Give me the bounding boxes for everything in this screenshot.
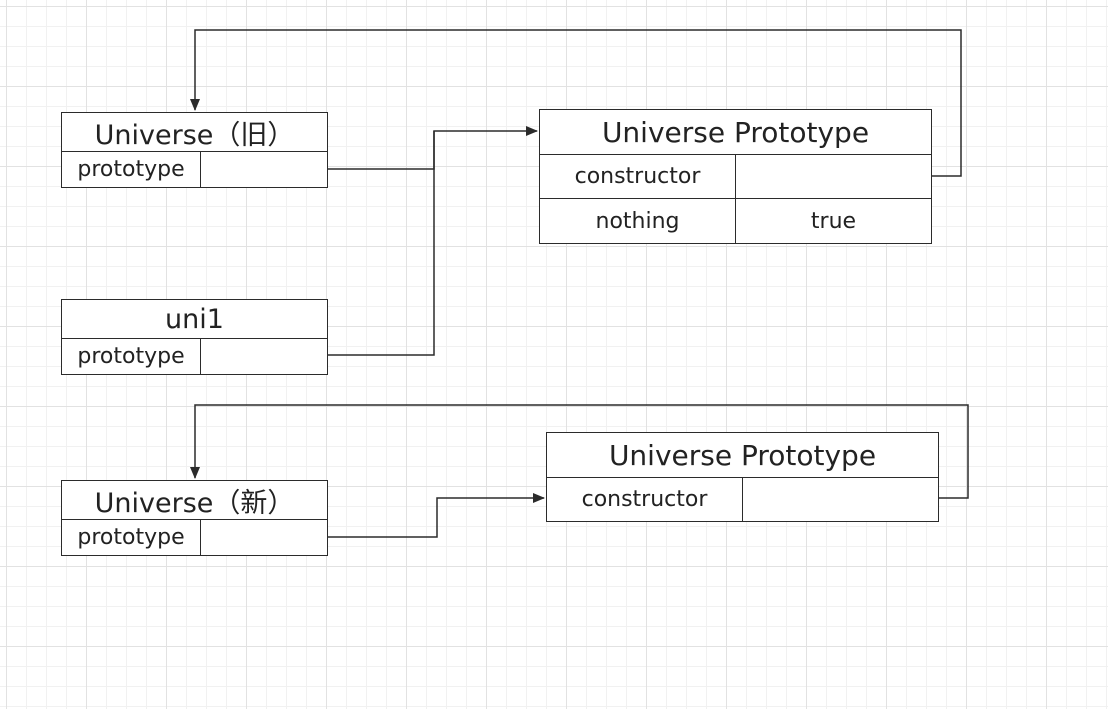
uni1-prototype-row: prototype	[62, 338, 327, 374]
uni1-title: uni1	[62, 300, 327, 339]
universe-new-prototype-row: prototype	[62, 519, 327, 555]
prototype-new-constructor-label: constructor	[547, 477, 743, 521]
uni1-prototype-label: prototype	[62, 338, 201, 374]
prototype-new-constructor-row: constructor	[547, 477, 938, 521]
edge-proto-constructor-to-old	[190, 29, 962, 177]
universe-old-prototype-value	[201, 151, 327, 187]
universe-old-prototype-row: prototype	[62, 151, 327, 187]
prototype-old-constructor-row: constructor	[540, 154, 931, 199]
uni1-node: uni1 prototype	[61, 299, 328, 375]
uni1-prototype-value	[201, 338, 327, 374]
prototype-old-nothing-value: true	[810, 208, 857, 234]
universe-new-prototype-label: prototype	[62, 519, 201, 555]
edge-uni1-prototype-to-proto	[328, 131, 435, 356]
prototype-new-title: Universe Prototype	[547, 433, 938, 478]
prototype-old-constructor-value	[736, 154, 931, 198]
prototype-old-node: Universe Prototype constructor nothing t…	[539, 109, 932, 244]
prototype-new-node: Universe Prototype constructor	[546, 432, 939, 522]
prototype-old-nothing-row: nothing true	[540, 199, 931, 243]
edge-proto-constructor-to-new	[190, 404, 969, 499]
prototype-new-constructor-value	[743, 477, 938, 521]
universe-new-node: Universe（新） prototype	[61, 480, 328, 556]
universe-old-title: Universe（旧）	[62, 113, 327, 152]
prototype-old-title: Universe Prototype	[540, 110, 931, 155]
prototype-old-nothing-label: nothing	[540, 199, 736, 243]
prototype-old-constructor-label: constructor	[540, 154, 736, 198]
universe-old-node: Universe（旧） prototype	[61, 112, 328, 188]
edge-new-prototype-to-proto	[328, 493, 545, 538]
edge-old-prototype-to-proto	[328, 126, 538, 170]
universe-old-prototype-label: prototype	[62, 151, 201, 187]
universe-new-title: Universe（新）	[62, 481, 327, 520]
universe-new-prototype-value	[201, 519, 327, 555]
